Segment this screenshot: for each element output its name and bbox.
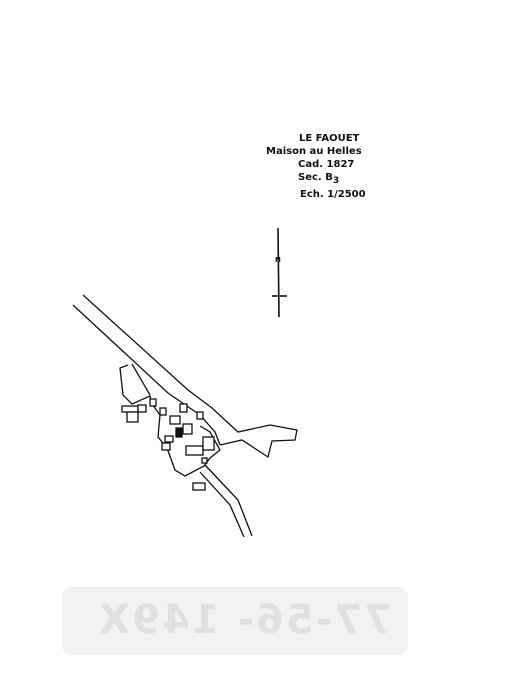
site-name: Maison au Helles (266, 146, 362, 157)
building-2 (126, 411, 139, 423)
cadastre-section: Sec. B3 (262, 171, 372, 188)
building-15 (201, 457, 208, 464)
parcel-division (131, 363, 151, 396)
building-16 (192, 482, 206, 491)
building-12 (161, 442, 171, 451)
archive-stamp-number: 77-56- 149X (97, 597, 392, 643)
building-14 (202, 436, 215, 451)
north-arrow-shaft (277, 227, 280, 318)
building-7 (196, 411, 204, 420)
road-outline-north (82, 294, 298, 459)
buildings (121, 398, 215, 491)
building-9 (182, 423, 193, 435)
building-11 (164, 435, 174, 443)
track-west-edge (199, 471, 245, 538)
road-network (72, 294, 298, 538)
section-label: Sec. B (298, 172, 333, 183)
north-label: N (275, 256, 281, 264)
archive-stamp: 77-56- 149X (62, 587, 408, 655)
building-13 (185, 445, 204, 456)
cadastre-year: Cad. 1827 (298, 159, 355, 170)
building-1 (121, 405, 139, 413)
track-east-edge (204, 464, 253, 537)
section-number: 3 (332, 176, 340, 186)
building-8 (169, 415, 181, 425)
place-name: LE FAOUET (299, 133, 360, 144)
building-6 (179, 403, 188, 413)
north-arrow (272, 227, 287, 318)
building-10 (175, 427, 183, 438)
road-outline-south (72, 304, 221, 446)
building-3 (137, 404, 147, 413)
building-4 (149, 398, 157, 407)
map-legend: LE FAOUET Maison au Helles Cad. 1827 Sec… (262, 132, 372, 201)
building-5 (159, 407, 167, 416)
map-scale: Ech. 1/2500 (300, 189, 366, 200)
